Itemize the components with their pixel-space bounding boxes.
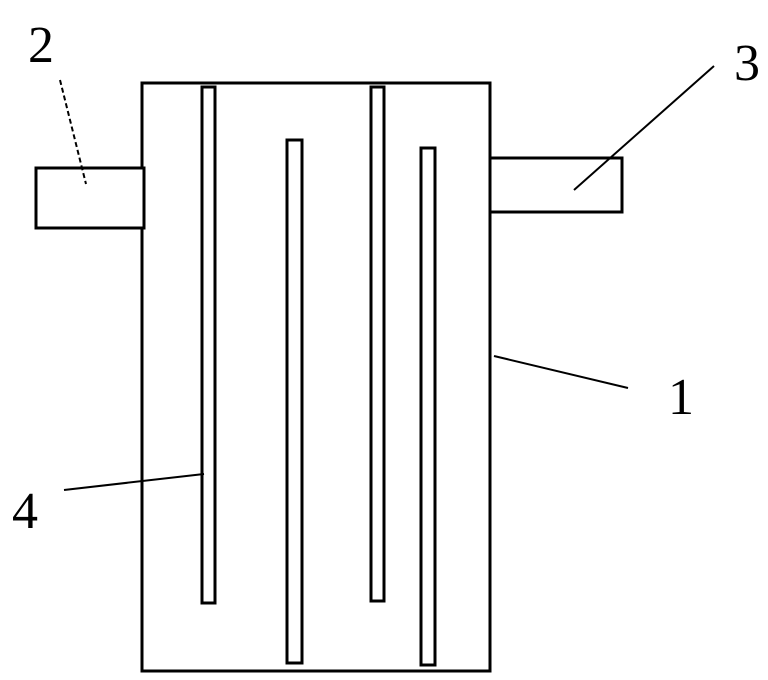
- baffle-3: [369, 85, 386, 603]
- baffle-4: [419, 146, 437, 667]
- label-4: 4: [12, 483, 38, 540]
- label-3: 3: [734, 35, 760, 92]
- leader-line-1: [493, 355, 629, 389]
- inlet-pipe: [34, 166, 146, 230]
- label-1: 1: [668, 369, 694, 426]
- leader-line-3: [573, 65, 715, 191]
- label-2: 2: [28, 17, 54, 74]
- leader-line-4: [63, 473, 205, 491]
- leader-line-2: [59, 79, 87, 185]
- main-body: [140, 81, 492, 673]
- baffle-1: [200, 85, 217, 605]
- baffle-2: [285, 138, 304, 665]
